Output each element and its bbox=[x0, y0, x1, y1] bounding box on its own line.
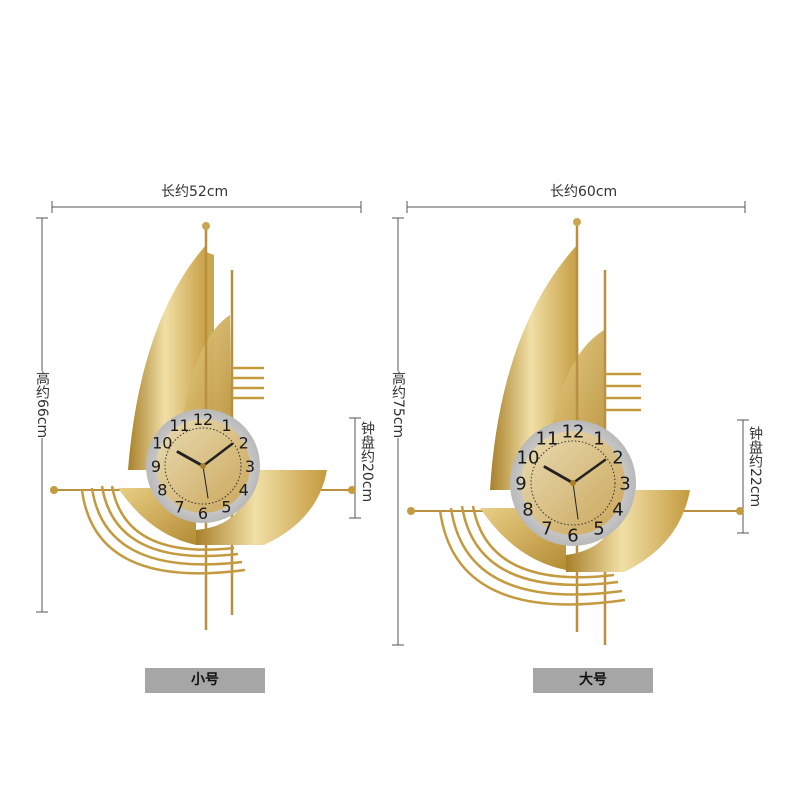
dial-numeral: 9 bbox=[151, 457, 161, 476]
dial-numeral: 8 bbox=[157, 480, 167, 499]
small-flag-bars bbox=[232, 366, 264, 400]
dial-numeral: 3 bbox=[245, 457, 255, 476]
small-width-label: 长约52cm bbox=[161, 184, 229, 200]
large-hull-arcs bbox=[438, 505, 626, 606]
small-height-label: 高约66cm bbox=[34, 371, 50, 439]
small-dial-track bbox=[164, 427, 242, 505]
large-dial-track bbox=[530, 440, 616, 526]
large-dial-label: 钟盘约22cm bbox=[747, 426, 763, 508]
dial-numeral: 11 bbox=[536, 428, 559, 449]
small-rod-ball-right bbox=[348, 486, 356, 494]
dial-numeral: 3 bbox=[619, 473, 630, 494]
large-width-label: 长约60cm bbox=[550, 184, 618, 200]
large-rod-ball-right bbox=[736, 507, 744, 515]
large-size-badge: 大号 bbox=[533, 668, 653, 693]
small-size-badge: 小号 bbox=[145, 668, 265, 693]
dial-numeral: 5 bbox=[593, 519, 604, 540]
small-width-dimension-line bbox=[51, 201, 362, 213]
small-hand-hub bbox=[200, 463, 206, 469]
large-clock-hands bbox=[543, 458, 607, 520]
dial-numeral: 9 bbox=[515, 473, 526, 494]
dial-numeral: 4 bbox=[239, 480, 249, 499]
large-hull-plate-right bbox=[566, 490, 690, 572]
small-mast-finial bbox=[202, 222, 210, 230]
small-dial-label: 钟盘约20cm bbox=[359, 421, 375, 503]
dial-numeral: 7 bbox=[174, 497, 184, 516]
dial-numeral: 4 bbox=[612, 499, 623, 520]
large-flag-bars bbox=[605, 372, 641, 412]
dial-numeral: 6 bbox=[567, 525, 578, 546]
dial-numeral: 12 bbox=[193, 410, 213, 429]
dial-numeral: 6 bbox=[198, 504, 208, 523]
small-hull-arcs bbox=[80, 485, 246, 575]
small-dial-dimension-line bbox=[349, 417, 361, 519]
small-hull-plate-right bbox=[196, 470, 327, 545]
dial-numeral: 5 bbox=[221, 497, 231, 516]
dial-numeral: 1 bbox=[593, 428, 604, 449]
small-clock-hands bbox=[176, 442, 234, 499]
dial-numeral: 2 bbox=[612, 447, 623, 468]
dial-numeral: 11 bbox=[169, 416, 189, 435]
large-mast-finial bbox=[573, 218, 581, 226]
dial-numeral: 2 bbox=[239, 433, 249, 452]
dial-numeral: 10 bbox=[517, 447, 540, 468]
dial-numeral: 1 bbox=[221, 416, 231, 435]
dial-numeral: 10 bbox=[152, 433, 172, 452]
large-hand-hub bbox=[570, 480, 576, 486]
dial-numeral: 7 bbox=[541, 519, 552, 540]
large-rod-ball-left bbox=[407, 507, 415, 515]
large-dial-dimension-line bbox=[737, 419, 749, 534]
dial-numeral: 12 bbox=[562, 421, 585, 442]
dial-numeral: 8 bbox=[522, 499, 533, 520]
large-width-dimension-line bbox=[406, 201, 746, 213]
large-height-label: 高约75cm bbox=[390, 371, 406, 439]
small-rod-ball-left bbox=[50, 486, 58, 494]
